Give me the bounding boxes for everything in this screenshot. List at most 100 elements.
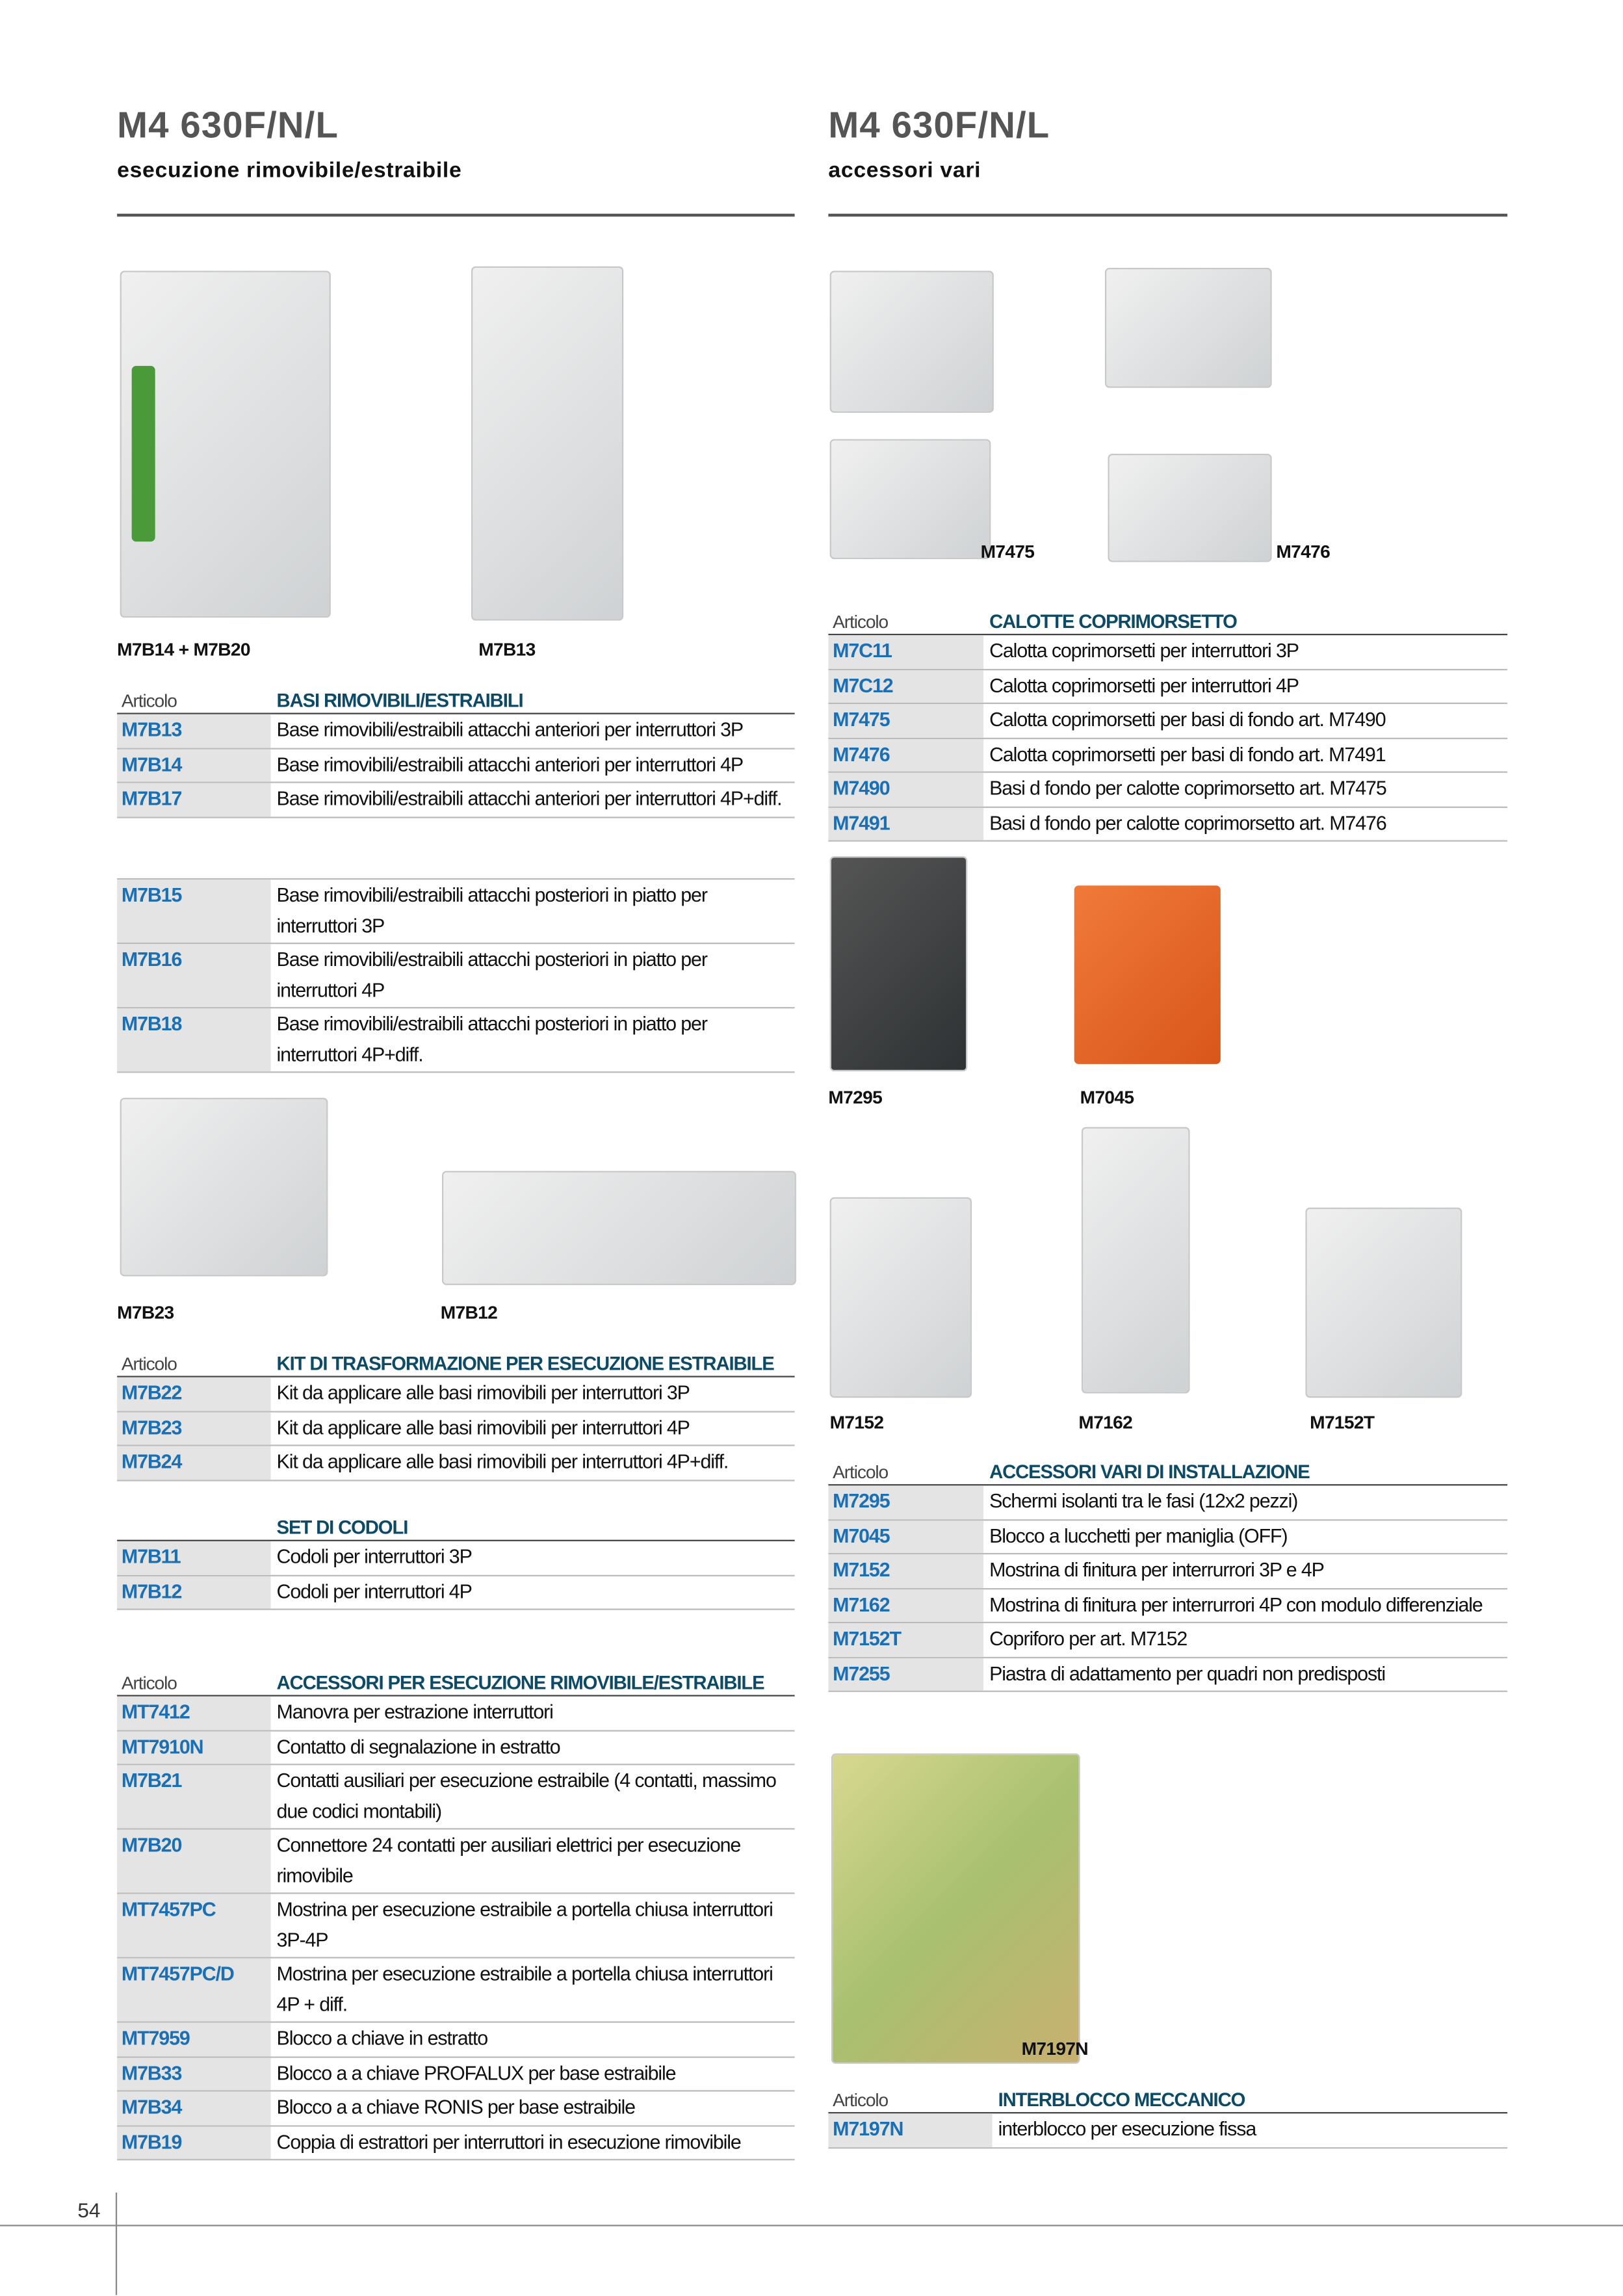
- article-description: Base rimovibili/estraibili attacchi ante…: [276, 753, 744, 776]
- product-image-m7295: [829, 856, 968, 1072]
- image-caption: M7475: [980, 541, 1035, 562]
- section-heading: SET DI CODOLI: [276, 1516, 409, 1539]
- article-code: MT7910N: [117, 1730, 271, 1764]
- article-description: Kit da applicare alle basi rimovibili pe…: [276, 1381, 690, 1404]
- article-description: Contatti ausiliari per esecuzione estrai…: [276, 1769, 777, 1822]
- image-caption: M7B13: [478, 639, 536, 660]
- article-description: Codoli per interruttori 3P: [276, 1545, 473, 1568]
- product-image-m7197n: [831, 1753, 1080, 2064]
- article-code: M7B20: [117, 1829, 271, 1893]
- product-image-m7b12: [441, 1171, 796, 1285]
- product-image-m7045: [1074, 885, 1221, 1064]
- table-header: SET DI CODOLI: [117, 1512, 795, 1541]
- image-caption: M7B23: [117, 1302, 174, 1324]
- article-description: Kit da applicare alle basi rimovibili pe…: [276, 1416, 690, 1439]
- product-image-m7c11: [829, 270, 994, 413]
- column-header-articolo: Articolo: [121, 690, 177, 712]
- article-code: M7B34: [117, 2091, 271, 2125]
- article-description: Calotta coprimorsetti per interruttori 3…: [989, 639, 1299, 662]
- article-description: Mostrina di finitura per interrurrori 4P…: [989, 1593, 1483, 1615]
- product-image-m7475: [829, 439, 991, 560]
- article-code: M7C11: [828, 635, 984, 668]
- article-code: M7B19: [117, 2126, 271, 2159]
- article-code: M7B14: [117, 748, 271, 782]
- product-image-m7152t: [1305, 1207, 1462, 1398]
- section-heading: INTERBLOCCO MECCANICO: [998, 2089, 1246, 2111]
- article-code: M7162: [828, 1589, 984, 1622]
- product-image-m7c12: [1104, 268, 1272, 388]
- article-code: M7B18: [117, 1008, 271, 1072]
- article-description: Kit da applicare alle basi rimovibili pe…: [276, 1450, 729, 1473]
- article-code: M7491: [828, 807, 984, 841]
- article-code: M7295: [828, 1485, 984, 1519]
- article-code: M7B15: [117, 880, 271, 943]
- section-heading: ACCESSORI VARI DI INSTALLAZIONE: [989, 1461, 1310, 1483]
- article-code: M7B21: [117, 1765, 271, 1829]
- article-code: M7B17: [117, 783, 271, 816]
- article-description: Base rimovibili/estraibili attacchi ante…: [276, 718, 744, 741]
- article-code: M7B13: [117, 714, 271, 748]
- article-description: Manovra per estrazione interruttori: [276, 1701, 554, 1723]
- article-code: MT7959: [117, 2022, 271, 2056]
- product-image-m7476: [1108, 453, 1272, 562]
- article-code: M7152T: [828, 1623, 984, 1656]
- image-caption: M7162: [1078, 1412, 1133, 1433]
- image-caption: M7197N: [1021, 2039, 1089, 2060]
- product-image-m7152: [829, 1197, 972, 1398]
- column-header-articolo: Articolo: [121, 1353, 177, 1375]
- article-description: Piastra di adattamento per quadri non pr…: [989, 1662, 1386, 1684]
- article-description: Base rimovibili/estraibili attacchi post…: [276, 883, 708, 936]
- green-terminal-image: [131, 365, 155, 542]
- image-caption: M7045: [1080, 1087, 1134, 1108]
- article-description: Base rimovibili/estraibili attacchi post…: [276, 948, 708, 1000]
- article-description: Calotta coprimorsetti per basi di fondo …: [989, 742, 1386, 765]
- article-description: Mostrina per esecuzione estraibile a por…: [276, 1963, 773, 2015]
- article-code: M7476: [828, 738, 984, 772]
- article-description: Blocco a a chiave RONIS per base estraib…: [276, 2096, 636, 2119]
- article-description: Calotta coprimorsetti per interruttori 4…: [989, 673, 1299, 696]
- article-description: Blocco a lucchetti per maniglia (OFF): [989, 1524, 1288, 1546]
- table-header: Articolo BASI RIMOVIBILI/ESTRAIBILI: [117, 685, 795, 714]
- article-code: M7B11: [117, 1541, 271, 1574]
- section-heading: CALOTTE COPRIMORSETTO: [989, 610, 1238, 633]
- footer-rule: [0, 2224, 1623, 2226]
- article-description: Base rimovibili/estraibili attacchi ante…: [276, 787, 783, 810]
- product-image-m7162: [1081, 1127, 1190, 1394]
- page-number: 54: [77, 2198, 101, 2222]
- image-caption: M7B12: [440, 1302, 498, 1324]
- article-code: M7C12: [828, 670, 984, 703]
- article-code: M7152: [828, 1554, 984, 1587]
- article-description: Contatto di segnalazione in estratto: [276, 1735, 561, 1758]
- article-code: MT7457PC: [117, 1894, 271, 1957]
- section-heading: BASI RIMOVIBILI/ESTRAIBILI: [276, 689, 524, 712]
- article-code: MT7412: [117, 1696, 271, 1730]
- article-description: Base rimovibili/estraibili attacchi post…: [276, 1013, 708, 1065]
